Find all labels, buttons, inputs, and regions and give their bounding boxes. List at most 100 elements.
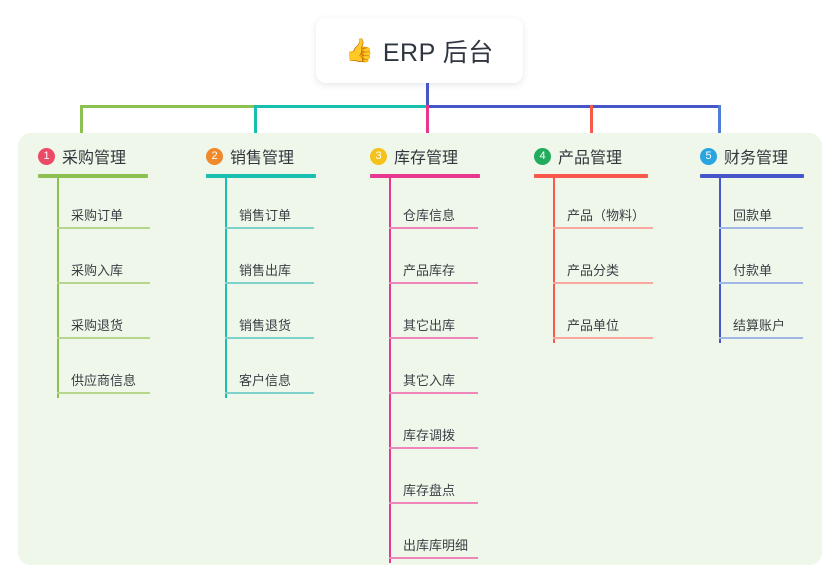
branch-underline-5 bbox=[700, 174, 804, 178]
branch-drop-3 bbox=[426, 105, 429, 137]
branch-header-5[interactable]: 5 财务管理 bbox=[700, 144, 804, 168]
branch-item[interactable]: 客户信息 bbox=[206, 343, 316, 398]
branch-badge-5: 5 bbox=[700, 147, 717, 165]
branch-item[interactable]: 库存盘点 bbox=[370, 453, 480, 508]
branch-item[interactable]: 出库库明细 bbox=[370, 508, 480, 563]
branch-item-label: 供应商信息 bbox=[71, 373, 137, 388]
branch-item[interactable]: 产品库存 bbox=[370, 233, 480, 288]
branch-item-label: 其它出库 bbox=[403, 318, 456, 333]
branch-item[interactable]: 产品单位 bbox=[534, 288, 653, 343]
branch-item-label: 产品单位 bbox=[567, 318, 620, 333]
branch-spine-2 bbox=[225, 178, 227, 398]
branch-underline-2 bbox=[206, 174, 316, 178]
root-node[interactable]: 👍 ERP 后台 bbox=[316, 18, 523, 83]
branch-item-label: 产品分类 bbox=[567, 263, 620, 278]
branch-column-3: 3 库存管理仓库信息产品库存其它出库其它入库库存调拨库存盘点出库库明细 bbox=[370, 144, 480, 563]
branch-badge-1: 1 bbox=[38, 147, 55, 165]
branch-item-label: 销售退货 bbox=[239, 318, 292, 333]
thumbs-up-icon: 👍 bbox=[345, 37, 374, 63]
branch-column-1: 1 采购管理采购订单采购入库采购退货供应商信息 bbox=[38, 144, 150, 398]
branch-item-underline bbox=[389, 282, 478, 284]
bus-segment-1 bbox=[80, 105, 256, 108]
branch-item-list-3: 仓库信息产品库存其它出库其它入库库存调拨库存盘点出库库明细 bbox=[370, 178, 480, 563]
branch-item-underline bbox=[225, 337, 314, 339]
branch-underline-4 bbox=[534, 174, 648, 178]
branch-item[interactable]: 销售退货 bbox=[206, 288, 316, 343]
branch-item-label: 产品（物料） bbox=[567, 208, 646, 223]
branch-item-label: 采购退货 bbox=[71, 318, 124, 333]
branch-item[interactable]: 采购退货 bbox=[38, 288, 150, 343]
branch-title-1: 采购管理 bbox=[62, 150, 127, 167]
branch-item-label: 产品库存 bbox=[403, 263, 456, 278]
branch-item-label: 销售订单 bbox=[239, 208, 292, 223]
branch-item-label: 库存调拨 bbox=[403, 428, 456, 443]
branch-item-underline bbox=[57, 337, 150, 339]
branch-item-underline bbox=[57, 227, 150, 229]
branch-item-underline bbox=[389, 337, 478, 339]
branch-item-underline bbox=[553, 282, 653, 284]
root-connector bbox=[426, 83, 429, 106]
branch-item[interactable]: 其它入库 bbox=[370, 343, 480, 398]
branch-item[interactable]: 采购入库 bbox=[38, 233, 150, 288]
branch-drop-4 bbox=[590, 105, 593, 137]
branch-title-5: 财务管理 bbox=[724, 150, 789, 167]
branch-item-label: 采购入库 bbox=[71, 263, 124, 278]
branch-spine-3 bbox=[389, 178, 391, 563]
branch-item-list-2: 销售订单销售出库销售退货客户信息 bbox=[206, 178, 316, 398]
branch-item-underline bbox=[389, 392, 478, 394]
branch-item-label: 销售出库 bbox=[239, 263, 292, 278]
diagram-panel bbox=[18, 133, 822, 565]
branch-item-label: 库存盘点 bbox=[403, 483, 456, 498]
branch-item-label: 回款单 bbox=[733, 208, 773, 223]
branch-item-underline bbox=[389, 557, 478, 559]
bus-segment-3 bbox=[426, 105, 720, 108]
branch-item[interactable]: 产品（物料） bbox=[534, 178, 653, 233]
branch-item-underline bbox=[225, 227, 314, 229]
branch-item-underline bbox=[57, 392, 150, 394]
branch-item-underline bbox=[389, 227, 478, 229]
branch-header-1[interactable]: 1 采购管理 bbox=[38, 144, 148, 168]
branch-spine-1 bbox=[57, 178, 59, 398]
branch-item-list-4: 产品（物料） 产品分类产品单位 bbox=[534, 178, 653, 343]
branch-item-label: 结算账户 bbox=[733, 318, 786, 333]
branch-item-underline bbox=[225, 392, 314, 394]
branch-underline-3 bbox=[370, 174, 480, 178]
branch-item[interactable]: 其它出库 bbox=[370, 288, 480, 343]
branch-item[interactable]: 产品分类 bbox=[534, 233, 653, 288]
branch-title-3: 库存管理 bbox=[394, 150, 459, 167]
branch-item[interactable]: 采购订单 bbox=[38, 178, 150, 233]
branch-underline-1 bbox=[38, 174, 148, 178]
branch-item[interactable]: 结算账户 bbox=[700, 288, 804, 343]
branch-drop-1 bbox=[80, 105, 83, 137]
branch-item[interactable]: 仓库信息 bbox=[370, 178, 480, 233]
branch-item-label: 采购订单 bbox=[71, 208, 124, 223]
branch-item-label: 客户信息 bbox=[239, 373, 292, 388]
branch-item[interactable]: 回款单 bbox=[700, 178, 804, 233]
branch-item-underline bbox=[225, 282, 314, 284]
branch-item[interactable]: 供应商信息 bbox=[38, 343, 150, 398]
branch-item[interactable]: 库存调拨 bbox=[370, 398, 480, 453]
branch-item-underline bbox=[553, 227, 653, 229]
branch-item-underline bbox=[719, 282, 803, 284]
branch-item-underline bbox=[553, 337, 653, 339]
branch-item-list-1: 采购订单采购入库采购退货供应商信息 bbox=[38, 178, 150, 398]
branch-item-underline bbox=[719, 337, 803, 339]
branch-item[interactable]: 付款单 bbox=[700, 233, 804, 288]
branch-header-3[interactable]: 3 库存管理 bbox=[370, 144, 480, 168]
branch-item-underline bbox=[57, 282, 150, 284]
branch-item[interactable]: 销售订单 bbox=[206, 178, 316, 233]
branch-item[interactable]: 销售出库 bbox=[206, 233, 316, 288]
branch-item-label: 仓库信息 bbox=[403, 208, 456, 223]
branch-badge-2: 2 bbox=[206, 147, 223, 165]
root-title: ERP 后台 bbox=[382, 38, 494, 67]
branch-badge-3: 3 bbox=[370, 147, 387, 165]
branch-item-label: 出库库明细 bbox=[403, 538, 469, 553]
branch-item-label: 付款单 bbox=[733, 263, 773, 278]
branch-drop-2 bbox=[254, 105, 257, 137]
branch-item-underline bbox=[389, 502, 478, 504]
branch-title-4: 产品管理 bbox=[558, 150, 623, 167]
